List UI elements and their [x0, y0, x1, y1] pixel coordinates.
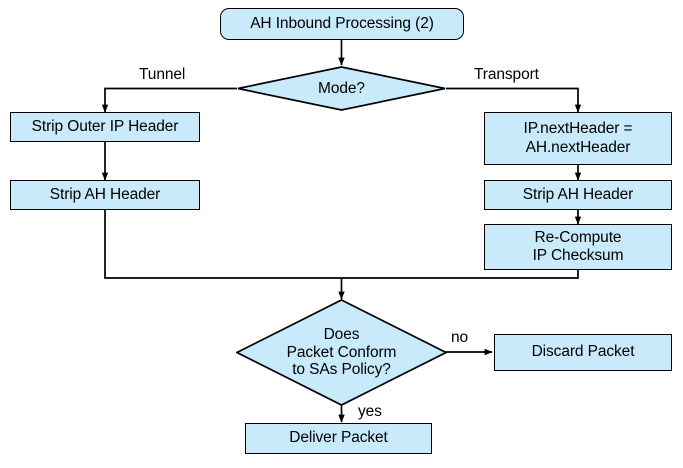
- edge-transport-merge: [341, 270, 579, 279]
- node-deliver-packet[interactable]: Deliver Packet: [245, 423, 432, 454]
- diamond-shape: [237, 66, 446, 111]
- node-strip-ah-header-transport[interactable]: Strip AH Header: [484, 180, 672, 210]
- edge-label-tunnel: Tunnel: [139, 66, 186, 83]
- node-policy-decision-label: Does Packet Conform to SAs Policy?: [286, 325, 397, 379]
- diamond-shape: [236, 299, 447, 406]
- edge-transport-to-next-header: [446, 87, 582, 113]
- node-start[interactable]: AH Inbound Processing (2): [220, 8, 464, 40]
- edge-label-no: no: [451, 329, 469, 346]
- node-strip-outer-ip-header[interactable]: Strip Outer IP Header: [10, 112, 200, 142]
- edge-tunnel-to-strip-outer-ip: [101, 87, 237, 113]
- edge-label-yes: yes: [358, 403, 382, 420]
- node-mode-decision[interactable]: Mode?: [237, 66, 446, 111]
- edge-label-transport: Transport: [474, 66, 539, 83]
- node-recompute-ip-checksum[interactable]: Re-Compute IP Checksum: [484, 224, 672, 270]
- node-mode-decision-label: Mode?: [318, 79, 365, 97]
- node-discard-packet[interactable]: Discard Packet: [494, 334, 672, 371]
- node-strip-ah-header-tunnel[interactable]: Strip AH Header: [10, 180, 200, 210]
- node-policy-decision[interactable]: Does Packet Conform to SAs Policy?: [236, 299, 447, 406]
- edge-tunnel-merge: [104, 210, 342, 279]
- node-ip-next-header[interactable]: IP.nextHeader = AH.nextHeader: [484, 112, 672, 165]
